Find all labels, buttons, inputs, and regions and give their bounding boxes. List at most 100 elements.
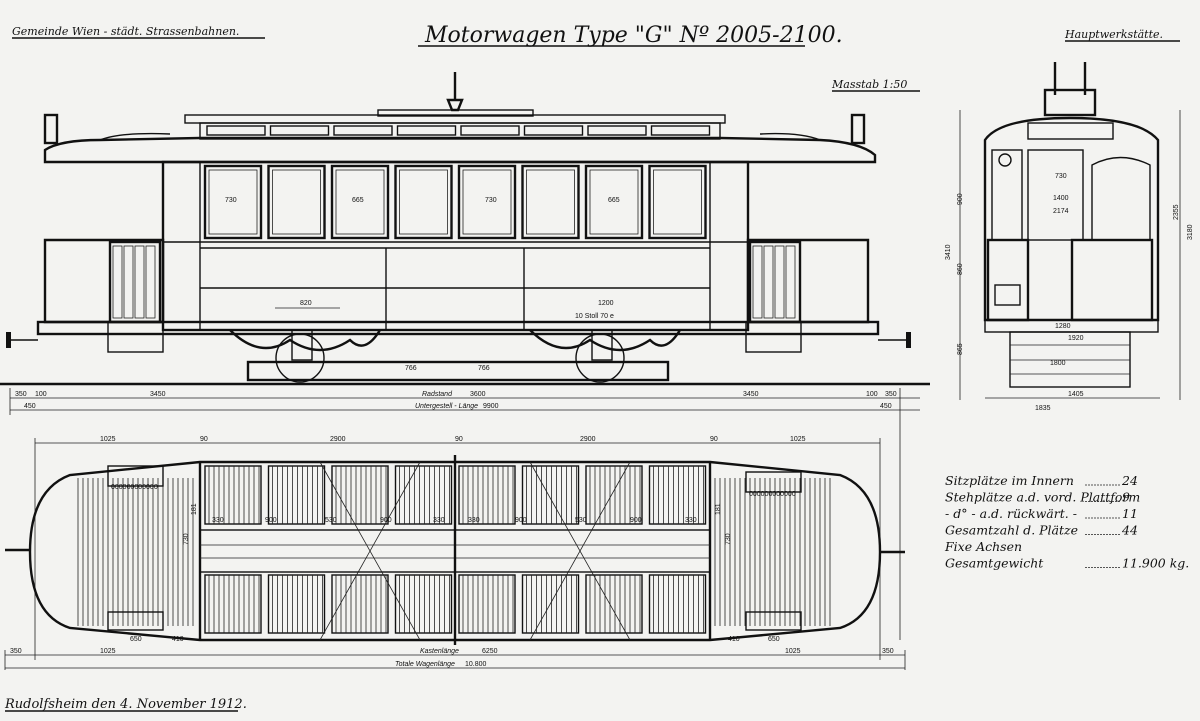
dimension-label: Totale Wagenlänge <box>395 661 455 668</box>
dimension-label: 1405 <box>1068 391 1084 398</box>
plan-top-dim: 2900 <box>580 436 596 443</box>
capacity-label: Sitzplätze im Innern <box>945 473 1074 488</box>
drawing-line <box>529 461 631 641</box>
bench-seat <box>394 574 453 634</box>
rear-headlamp <box>850 113 866 145</box>
door-slat <box>763 245 774 319</box>
drawing-line <box>1027 122 1114 140</box>
dimension-label: 860 <box>957 263 964 275</box>
drawing-line <box>331 574 389 634</box>
dimension-label: 2174 <box>1053 208 1069 215</box>
trolley-board <box>377 109 534 117</box>
dimension-label: 350 <box>885 391 897 398</box>
capacity-value: 24 <box>1121 473 1138 488</box>
plan-inner-dim: 530 <box>325 517 337 524</box>
drawing-line <box>745 611 802 631</box>
side-window <box>648 164 707 240</box>
side-window <box>394 164 453 240</box>
drawing-line <box>206 125 711 136</box>
end-body <box>983 116 1160 322</box>
drawing-line <box>204 465 262 525</box>
end-truck <box>1009 331 1131 388</box>
bench-seat <box>648 574 707 634</box>
plan-inner-dim: 330 <box>433 517 445 524</box>
dimension-label: 3180 <box>1187 224 1194 240</box>
plan-top-dim: 2900 <box>330 436 346 443</box>
drawing-line <box>6 332 11 348</box>
dimension-label: 181 <box>715 503 722 515</box>
clerestory-window <box>269 125 330 136</box>
drawing-line <box>107 611 164 631</box>
dimension-label: 1400 <box>1053 195 1069 202</box>
rear-step <box>745 321 802 353</box>
bench-seat <box>204 574 262 634</box>
dimension-label: 350 <box>882 648 894 655</box>
drawing-line <box>291 329 313 361</box>
dimension-label: 665 <box>352 197 364 204</box>
dimension-label: 730 <box>1055 173 1067 180</box>
scale-label: Masstab 1:50 <box>831 78 907 91</box>
drawing-line <box>521 574 580 634</box>
drawing-line <box>585 574 643 634</box>
clerestory-window <box>587 125 647 136</box>
bench-seat <box>585 465 643 525</box>
drawing-line <box>994 284 1021 306</box>
side-window <box>521 164 580 240</box>
drawing-line <box>521 465 580 525</box>
dimension-label: 9900 <box>483 403 499 410</box>
dimension-label: 730 <box>725 533 732 545</box>
drawing-line <box>906 332 911 348</box>
plan-top-dim: 1025 <box>790 436 806 443</box>
dimension-label: 450 <box>24 403 36 410</box>
dimension-label: 1920 <box>1068 335 1084 342</box>
dimension-label: 1025 <box>785 648 801 655</box>
trolley-base <box>446 72 464 112</box>
side-window <box>203 164 263 240</box>
place-date: Rudolfsheim den 4. November 1912. <box>4 697 247 712</box>
dimension-label: 650 <box>130 636 142 643</box>
drawing-line <box>458 574 516 634</box>
truck-front <box>229 329 382 383</box>
capacity-value: 9 <box>1122 490 1130 505</box>
dimension-label: 665 <box>608 197 620 204</box>
plan-inner-dim: 900 <box>630 517 642 524</box>
dimension-label: 820 <box>300 300 312 307</box>
bench-seat <box>267 574 326 634</box>
drawing-line <box>984 319 1159 333</box>
dimension-label: Radstand <box>422 391 453 398</box>
drawing-line <box>394 465 453 525</box>
dimension-label: 2355 <box>1173 204 1180 220</box>
door-slat <box>112 245 123 319</box>
end-right-window <box>1091 156 1151 241</box>
plan-top-dim: 90 <box>455 436 463 443</box>
plan-top-dim: 90 <box>710 436 718 443</box>
door-slat <box>134 245 145 319</box>
dimension-label: 410 <box>728 636 740 643</box>
dimension-label: 1025 <box>100 648 116 655</box>
bench-seat <box>331 574 389 634</box>
clerestory-window <box>396 125 457 136</box>
dimension-label: 1280 <box>1055 323 1071 330</box>
drawing-line <box>112 245 796 319</box>
door-slat <box>123 245 134 319</box>
dimension-label: 900 <box>957 193 964 205</box>
capacity-label: Fixe Achsen <box>944 539 1022 554</box>
drawing-line <box>648 465 707 525</box>
capacity-label: Gesamtgewicht <box>945 556 1044 571</box>
capacity-label: Gesamtzahl d. Plätze <box>945 523 1078 538</box>
dimension-label: Untergestell - Länge <box>415 403 478 410</box>
clerestory-window <box>333 125 393 136</box>
capacity-value: 11 <box>1122 506 1138 521</box>
drawing-line <box>275 333 325 383</box>
bench-seat <box>394 465 453 525</box>
dimension-label: 350 <box>10 648 22 655</box>
drawing-line <box>229 329 382 352</box>
main-roof <box>43 136 877 164</box>
rear-platform <box>746 238 870 324</box>
door-slat <box>752 245 763 319</box>
bench-seat <box>458 465 516 525</box>
end-center-door <box>1027 149 1084 241</box>
